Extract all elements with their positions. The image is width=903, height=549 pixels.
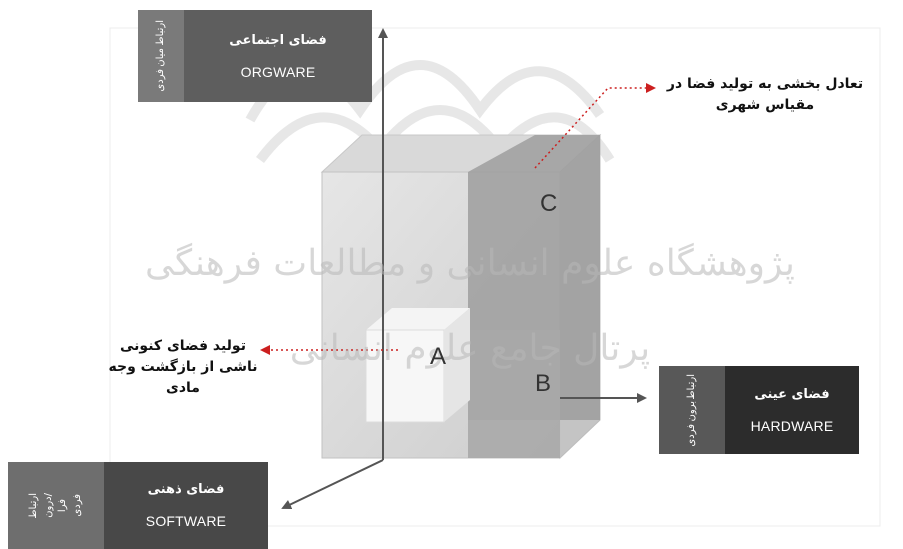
watermark-line-1: پژوهشگاه علوم انسانی و مطالعات فرهنگی — [145, 242, 795, 284]
hardware-side-label: ارتباط برون فردی — [659, 366, 725, 454]
annotation-left-line-2: ناشی از بازگشت وجه مادی — [108, 359, 258, 396]
annotation-top-right-line-1: تعادل بخشی به تولید فضا در — [666, 76, 864, 92]
orgware-side-label: ارتباط میان فردی — [138, 10, 184, 102]
orgware-subtitle: ORGWARE — [240, 63, 316, 80]
software-side-word: فرا — [57, 498, 68, 513]
cube — [320, 133, 602, 460]
hardware-side-word: ارتباط — [685, 373, 697, 400]
software-side-word: درون/ — [42, 493, 54, 518]
annotation-top-right-line-2: مقیاس شهری — [715, 97, 815, 113]
software-box: ارتباط درون/ فرا فردی فضای ذهنی SOFTWARE — [8, 462, 268, 549]
annotation-leaders — [260, 83, 656, 355]
region-a-top — [366, 308, 470, 330]
leader-top-right — [534, 87, 648, 169]
annotation-top-right: تعادل بخشی به تولید فضا در مقیاس شهری — [660, 74, 870, 116]
axes — [281, 28, 647, 510]
software-subtitle: SOFTWARE — [145, 513, 227, 529]
software-side-word: فردی — [71, 494, 83, 517]
region-b-block — [468, 330, 560, 458]
label-a: A — [430, 343, 447, 370]
annotation-left-line-1: تولید فضای کنونی — [120, 338, 246, 354]
software-side-label: ارتباط درون/ فرا فردی — [8, 462, 104, 549]
orgware-title: فضای اجتماعی — [229, 32, 327, 48]
region-a-side — [444, 308, 470, 422]
orgware-box: ارتباط میان فردی فضای اجتماعی ORGWARE — [138, 10, 372, 102]
diagonal-axis — [281, 459, 384, 510]
label-c: C — [540, 190, 558, 217]
hardware-subtitle: HARDWARE — [750, 417, 834, 434]
hardware-side-word: برون — [685, 401, 697, 422]
hardware-side-word: فردی — [685, 423, 697, 447]
label-b: B — [535, 370, 552, 397]
orgware-main: فضای اجتماعی ORGWARE — [184, 10, 372, 102]
hardware-box: ارتباط برون فردی فضای عینی HARDWARE — [659, 366, 859, 454]
annotation-left: تولید فضای کنونی ناشی از بازگشت وجه مادی — [108, 336, 258, 399]
orgware-side-word: میان — [154, 48, 166, 67]
hardware-main: فضای عینی HARDWARE — [725, 366, 859, 454]
software-main: فضای ذهنی SOFTWARE — [104, 462, 268, 549]
orgware-side-word: ارتباط — [154, 20, 166, 47]
orgware-side-word: فردی — [154, 68, 166, 92]
arrowhead-left — [260, 345, 270, 355]
arrowhead-top-right — [646, 83, 656, 93]
software-title: فضای ذهنی — [147, 482, 225, 497]
figure-frame — [109, 27, 881, 527]
software-side-word: ارتباط — [28, 492, 39, 519]
watermark-line-2: پرتال جامع علوم انسانی — [290, 328, 650, 369]
hardware-title: فضای عینی — [754, 386, 830, 402]
